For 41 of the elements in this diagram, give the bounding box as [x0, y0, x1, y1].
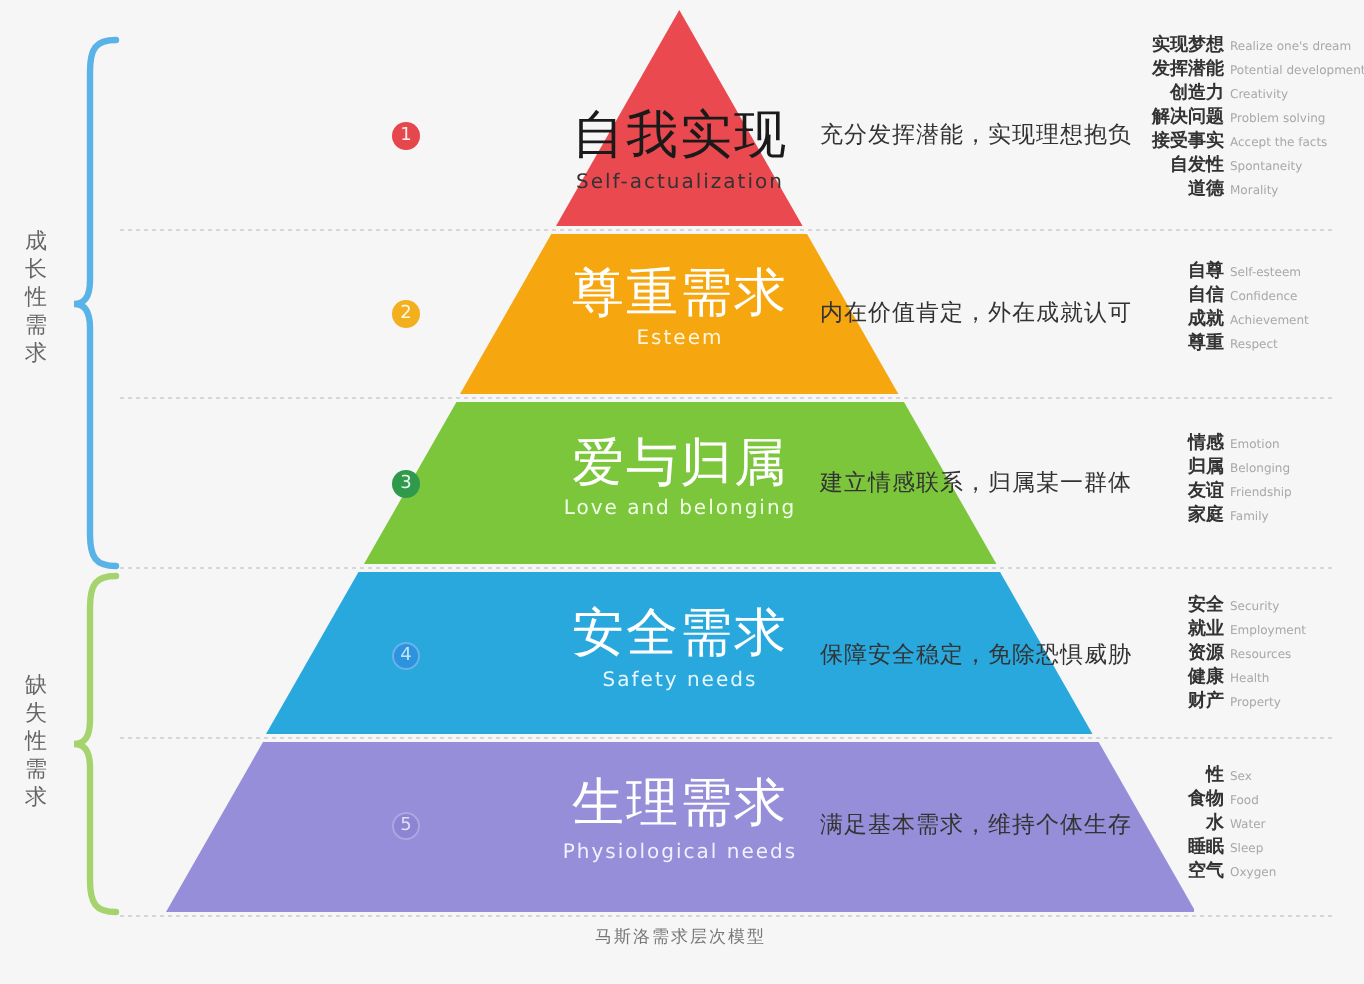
need-term: 道德 — [1188, 180, 1224, 202]
need-term: 归属 — [1188, 458, 1224, 480]
need-term: 发挥潜能 — [1152, 60, 1224, 82]
need-term: 水 — [1206, 814, 1224, 836]
need-term: 情感 — [1188, 434, 1224, 456]
need-term: 自信 — [1188, 286, 1224, 308]
need-term: 接受事实 — [1152, 132, 1224, 154]
level-number: 2 — [392, 300, 420, 328]
need-term: 食物 — [1188, 790, 1224, 812]
level-number: 3 — [392, 470, 420, 498]
caption: 马斯洛需求层次模型 — [594, 928, 766, 950]
tier-title: 生理需求 — [571, 774, 788, 834]
category-label: 成长性需求 — [24, 228, 48, 368]
need-term: 财产 — [1188, 692, 1224, 714]
need-term: 空气 — [1188, 862, 1224, 884]
tier-description: 充分发挥潜能，实现理想抱负 — [820, 120, 1132, 150]
need-term: 性 — [1206, 766, 1224, 788]
need-term: 安全 — [1188, 596, 1224, 618]
need-term: 解决问题 — [1152, 108, 1224, 130]
need-term: 自发性 — [1170, 156, 1224, 178]
tier-subtitle: Safety needs — [602, 670, 758, 694]
tier-subtitle: Esteem — [636, 328, 724, 352]
need-term: 尊重 — [1188, 334, 1224, 356]
tier-title: 尊重需求 — [571, 264, 788, 324]
need-term: 家庭 — [1188, 506, 1224, 528]
tier-subtitle: Physiological needs — [562, 842, 798, 866]
need-term: 创造力 — [1170, 84, 1224, 106]
need-term: 睡眠 — [1188, 838, 1224, 860]
need-term: 就业 — [1188, 620, 1224, 642]
need-term: 自尊 — [1188, 262, 1224, 284]
tier-title: 安全需求 — [571, 604, 788, 664]
tier-title: 爱与归属 — [571, 434, 788, 494]
level-number: 1 — [392, 122, 420, 150]
need-term: 资源 — [1188, 644, 1224, 666]
need-term: 实现梦想 — [1152, 36, 1224, 58]
need-term: 健康 — [1188, 668, 1224, 690]
need-term: 友谊 — [1188, 482, 1224, 504]
need-term: 成就 — [1188, 310, 1224, 332]
tier-subtitle: Love and belonging — [563, 498, 797, 522]
category-label: 缺失性需求 — [24, 672, 48, 812]
tier-description: 满足基本需求，维持个体生存 — [819, 810, 1132, 840]
